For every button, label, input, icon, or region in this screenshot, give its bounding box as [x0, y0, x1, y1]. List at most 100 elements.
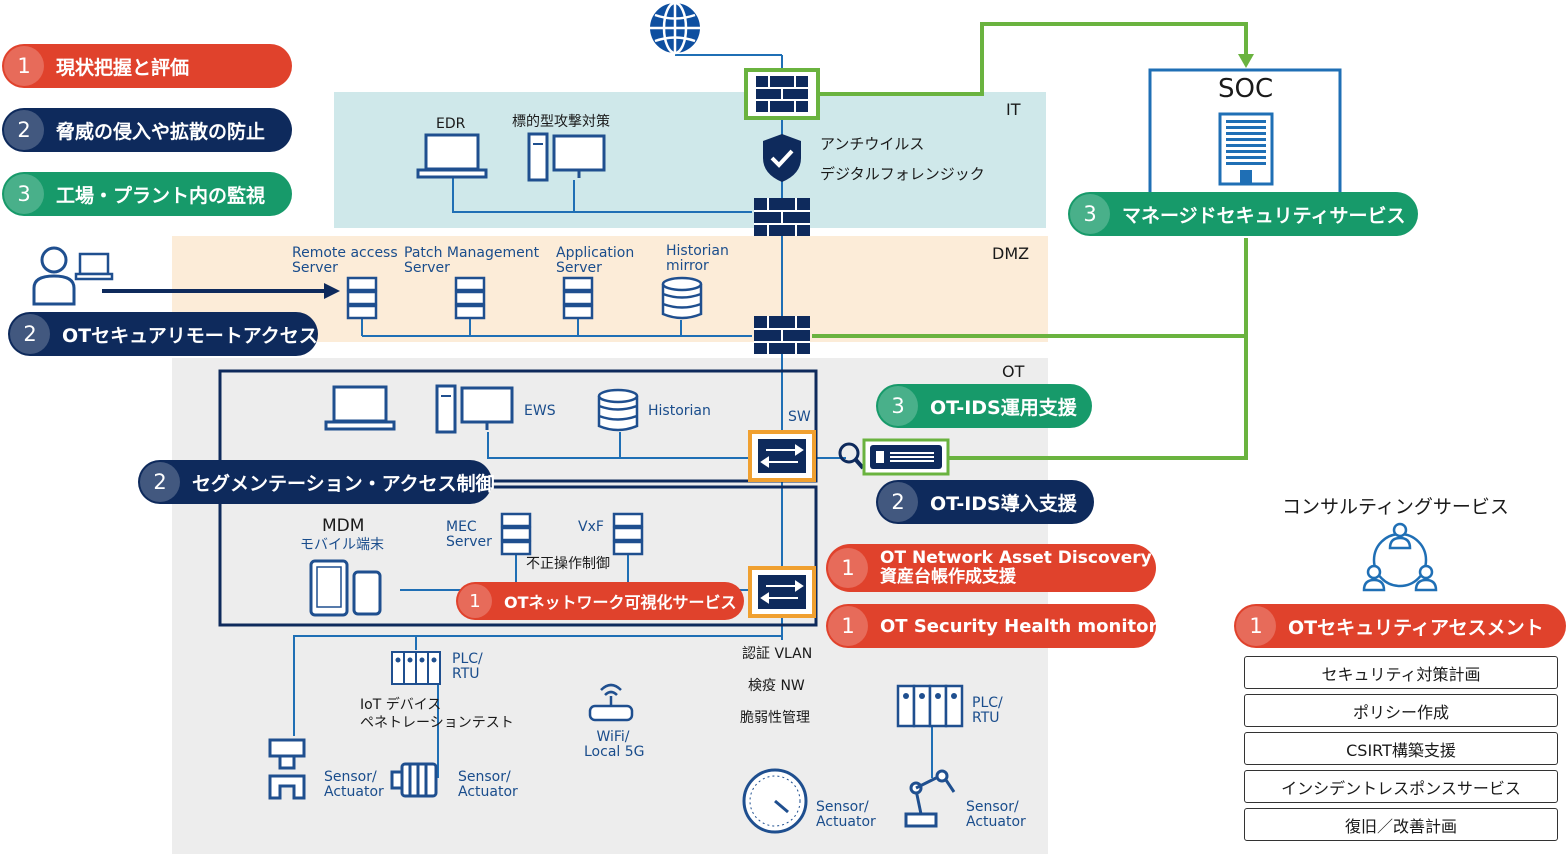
ids-sensor-icon — [838, 438, 950, 476]
quarantine-network-label: 検疫 NW — [748, 678, 805, 694]
desktop-pc-icon — [527, 132, 606, 182]
server-icon — [454, 276, 486, 320]
ot-asset-discovery-service[interactable]: 1 OT Network Asset Discovery 資産台帳作成支援 — [826, 544, 1156, 592]
ot-ids-deployment-support[interactable]: 2 OT-IDS導入支援 — [876, 480, 1094, 524]
switch-icon — [748, 566, 816, 618]
auth-vlan-label: 認証 VLAN — [742, 646, 813, 662]
service-label: OT-IDS運用支援 — [930, 396, 1077, 419]
ot-security-assessment[interactable]: 1 OTセキュリティアセスメント — [1234, 604, 1566, 648]
plc-icon — [896, 684, 964, 728]
edr-label: EDR — [436, 116, 466, 132]
server-icon — [346, 276, 378, 320]
targeted-attack-label: 標的型攻撃対策 — [512, 114, 610, 130]
database-icon — [597, 388, 639, 432]
service-label: OTセキュリティアセスメント — [1288, 616, 1544, 639]
ot-ids-operation-support[interactable]: 3 OT-IDS運用支援 — [876, 384, 1092, 428]
sensor-actuator-label: Sensor/Actuator — [324, 770, 384, 800]
vulnerability-management-label: 脆弱性管理 — [740, 710, 810, 726]
machine-tool-icon — [268, 738, 306, 800]
motor-icon — [390, 762, 438, 798]
legend-label: 現状把握と評価 — [56, 56, 190, 79]
service-number: 2 — [10, 314, 50, 354]
sensor-actuator-label: Sensor/Actuator — [458, 770, 518, 800]
consulting-team-icon — [1362, 522, 1438, 592]
label-line: 資産台帳作成支援 — [880, 567, 1016, 587]
label-line: Local 5G — [584, 744, 645, 760]
consulting-item-csirt[interactable]: CSIRT構築支援 — [1244, 732, 1558, 765]
service-number: 1 — [1236, 606, 1276, 646]
consulting-item-policy[interactable]: ポリシー作成 — [1244, 694, 1558, 727]
wifi-5g-label: WiFi/Local 5G — [584, 729, 645, 760]
remote-user-icon — [32, 246, 114, 306]
label-line: Sensor/ — [458, 769, 511, 785]
historian-label: Historian — [648, 403, 711, 419]
managed-security-service[interactable]: 3 マネージドセキュリティサービス — [1068, 192, 1418, 236]
laptop-icon — [416, 133, 488, 179]
label-line: OT Network Asset Discovery — [880, 548, 1152, 568]
label-line: ペネトレーションテスト — [360, 715, 514, 731]
label-line: Sensor/ — [816, 799, 869, 815]
label-line: Historian — [666, 243, 729, 259]
zone-label-it: IT — [1006, 100, 1021, 119]
zone-label-ot: OT — [1002, 362, 1025, 381]
service-number: 2 — [878, 482, 918, 522]
plc-rtu-label: PLC/RTU — [452, 652, 483, 682]
soc-title: SOC — [1218, 74, 1274, 104]
zone-label-dmz: DMZ — [992, 244, 1030, 263]
shield-check-icon — [763, 134, 801, 182]
sensor-actuator-label: Sensor/Actuator — [816, 800, 876, 830]
plc-icon — [391, 651, 441, 685]
label-line: WiFi/ — [596, 729, 630, 745]
label-line: Actuator — [966, 814, 1026, 830]
mobile-devices-icon — [309, 559, 382, 617]
label-line: Server — [292, 260, 338, 276]
service-label: OT Security Health monitor — [880, 615, 1158, 637]
ot-secure-remote-access[interactable]: 2 OTセキュアリモートアクセス — [8, 312, 318, 356]
mdm-label: MDM — [322, 516, 365, 536]
unauthorized-operation-label: 不正操作制御 — [526, 556, 610, 572]
label-line: PLC/ — [972, 695, 1003, 711]
label-line: IoT デバイス — [360, 697, 442, 713]
consulting-item-incident-response[interactable]: インシデントレスポンスサービス — [1244, 770, 1558, 803]
label-line: Sensor/ — [966, 799, 1019, 815]
service-number: 1 — [828, 606, 868, 646]
sensor-actuator-label: Sensor/Actuator — [966, 800, 1026, 830]
globe-icon — [650, 1, 700, 55]
service-label: OT-IDS導入支援 — [930, 492, 1077, 515]
ews-label: EWS — [524, 403, 556, 419]
label-line: MEC — [446, 519, 477, 535]
legend-prevention: 2 脅威の侵入や拡散の防止 — [2, 108, 292, 152]
label-line: Server — [446, 534, 492, 550]
legend-assessment: 1 現状把握と評価 — [2, 44, 292, 88]
label-line: Sensor/ — [324, 769, 377, 785]
firewall-icon — [744, 68, 820, 120]
label-line: Patch Management — [404, 245, 540, 261]
label-line: Server — [404, 260, 450, 276]
server-icon — [562, 276, 594, 320]
database-icon — [661, 276, 703, 320]
label-line: Actuator — [324, 784, 384, 800]
service-label: セグメンテーション・アクセス制御 — [192, 472, 495, 495]
label-line: Remote access — [292, 245, 398, 261]
label-line: Server — [556, 260, 602, 276]
legend-label: 脅威の侵入や拡散の防止 — [56, 120, 266, 143]
label-line: mirror — [666, 258, 709, 274]
service-number: 2 — [140, 462, 180, 502]
label-line: Actuator — [816, 814, 876, 830]
firewall-icon — [754, 198, 810, 236]
firewall-icon — [754, 316, 810, 354]
segmentation-access-control[interactable]: 2 セグメンテーション・アクセス制御 — [138, 460, 495, 504]
ot-network-visibility-service[interactable]: 1 OTネットワーク可視化サービス — [456, 582, 744, 620]
ot-security-health-monitor[interactable]: 1 OT Security Health monitor — [826, 604, 1158, 648]
forensics-label: デジタルフォレンジック — [820, 165, 985, 183]
consulting-item-recovery-plan[interactable]: 復旧／改善計画 — [1244, 808, 1558, 841]
legend-number: 3 — [4, 174, 44, 214]
laptop-icon — [324, 385, 396, 431]
vxf-label: VxF — [578, 519, 604, 535]
consulting-item-security-plan[interactable]: セキュリティ対策計画 — [1244, 656, 1558, 689]
server-icon — [612, 512, 644, 556]
label-line: PLC/ — [452, 651, 483, 667]
